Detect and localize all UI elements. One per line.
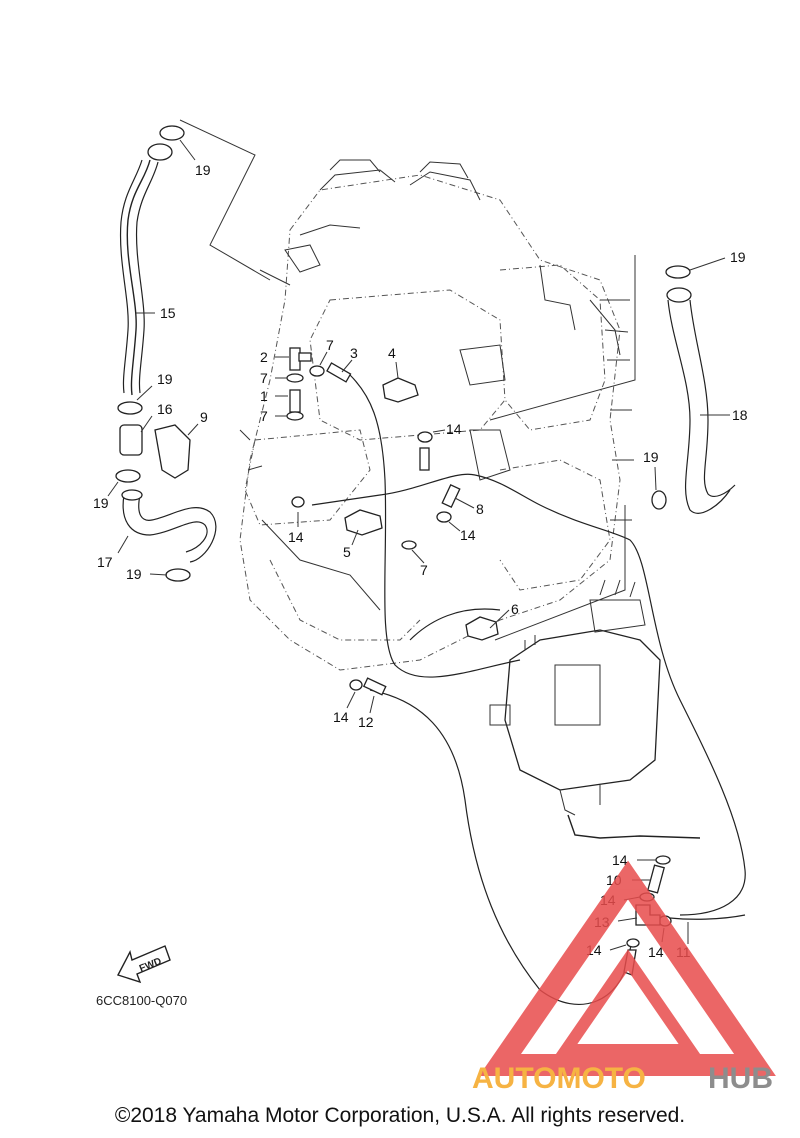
copyright-notice: ©2018 Yamaha Motor Corporation, U.S.A. A… <box>114 1104 686 1127</box>
part-label-14: 14 <box>333 709 349 725</box>
part-label-1: 1 <box>260 388 268 404</box>
part-label-8: 8 <box>476 501 484 517</box>
engine-block <box>239 159 634 671</box>
part-label-19: 19 <box>643 449 659 465</box>
part-label-14: 14 <box>648 944 664 960</box>
vapor-separator <box>489 579 701 839</box>
part-label-14: 14 <box>288 529 304 545</box>
label-leaders <box>107 139 730 951</box>
leader-brackets <box>179 119 636 641</box>
part-label-14: 14 <box>460 527 476 543</box>
fwd-arrow-icon: FWD <box>116 945 171 984</box>
part-label-7: 7 <box>326 337 334 353</box>
part-label-3: 3 <box>350 345 358 361</box>
diagram-code: 6CC8100-Q070 <box>96 993 187 1008</box>
hose-lines <box>119 143 746 1006</box>
part-label-18: 18 <box>732 407 748 423</box>
part-labels: 19 15 19 16 9 19 17 19 19 18 19 2 7 1 7 … <box>93 162 748 960</box>
part-label-7: 7 <box>260 370 268 386</box>
fittings <box>115 125 746 976</box>
part-label-19: 19 <box>195 162 211 178</box>
part-label-12: 12 <box>358 714 374 730</box>
part-label-19: 19 <box>157 371 173 387</box>
part-label-2: 2 <box>260 349 268 365</box>
part-label-19: 19 <box>730 249 746 265</box>
watermark-logo: AUTOMOTO HUB <box>472 860 776 1095</box>
watermark-text-hub: HUB <box>708 1062 773 1095</box>
part-label-14: 14 <box>612 852 628 868</box>
part-label-5: 5 <box>343 544 351 560</box>
part-label-19: 19 <box>93 495 109 511</box>
part-label-4: 4 <box>388 345 396 361</box>
part-label-17: 17 <box>97 554 113 570</box>
part-label-14: 14 <box>446 421 462 437</box>
parts-diagram: 19 15 19 16 9 19 17 19 19 18 19 2 7 1 7 … <box>93 119 776 1095</box>
part-label-7: 7 <box>420 562 428 578</box>
part-label-15: 15 <box>160 305 176 321</box>
part-label-7: 7 <box>260 408 268 424</box>
part-label-9: 9 <box>200 409 208 425</box>
part-label-6: 6 <box>511 601 519 617</box>
part-label-16: 16 <box>157 401 173 417</box>
watermark-text-automoto: AUTOMOTO <box>472 1062 646 1095</box>
part-label-19: 19 <box>126 566 142 582</box>
